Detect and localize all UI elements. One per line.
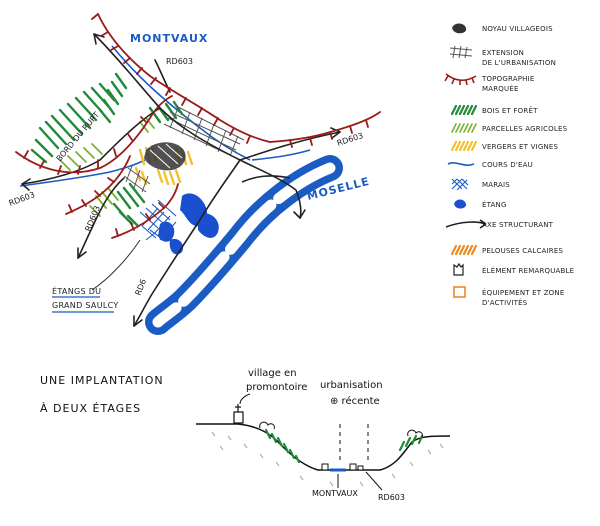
label-rd603b: RD603: [84, 204, 102, 232]
legend-label: VERGERS ET VIGNES: [482, 143, 559, 151]
moselle-river: [145, 155, 343, 335]
legend-item-noyau: NOYAU VILLAGEOIS: [452, 23, 553, 34]
legend-item-bois: BOIS ET FORÊT: [450, 104, 538, 116]
light-strokes-icon: [451, 123, 477, 133]
note-urban-1: urbanisation: [320, 380, 383, 391]
legend: NOYAU VILLAGEOIS EXTENSION DE L'URBANISATI…: [444, 23, 574, 307]
legend-label: AXE STRUCTURANT: [482, 221, 554, 229]
legend-label: COURS D'EAU: [482, 161, 533, 169]
blob-icon: [454, 199, 467, 209]
dense-strokes-icon: [450, 104, 478, 116]
label-bord-du-rupt: BORD DU RUPT: [55, 110, 102, 163]
map: MONTVAUX RD603 RD603 MOSELLE BORD DU RUP…: [8, 13, 381, 335]
terrain-profile: [196, 423, 451, 471]
legend-item-parcelles: PARCELLES AGRICOLES: [451, 123, 568, 133]
church-icon: [233, 404, 244, 424]
legend-label: D'ACTIVITÉS: [482, 298, 528, 307]
note-village-2: promontoire: [246, 382, 307, 393]
label-montvaux: MONTVAUX: [130, 32, 208, 45]
legend-label: PELOUSES CALCAIRES: [482, 247, 563, 255]
legend-label: MARQUÉE: [482, 84, 519, 93]
rd603-arrow: [365, 471, 383, 491]
label-rd603-right: RD603: [336, 131, 364, 148]
yellow-strokes-icon: [450, 140, 478, 152]
streams: [19, 45, 311, 187]
topography-ridges: [15, 13, 381, 239]
urban-extension: [123, 105, 245, 193]
label-etangs-line2: GRAND SAULCY: [52, 301, 119, 310]
terrain-hatch: [211, 431, 444, 487]
tree-outlines: [259, 421, 423, 438]
cross-section: UNE IMPLANTATION À DEUX ÉTAGES: [40, 368, 451, 502]
bottom-houses: [321, 463, 364, 471]
legend-item-pelouses: PELOUSES CALCAIRES: [450, 244, 563, 256]
section-title-line1: UNE IMPLANTATION: [40, 374, 164, 387]
hatched-blob-icon: [452, 23, 467, 34]
ponds: [158, 193, 219, 255]
ridge-line-icon: [444, 73, 477, 86]
legend-item-eau: COURS D'EAU: [447, 161, 533, 169]
note-urban-2: ⊕ récente: [330, 395, 380, 407]
legend-item-element: ÉLÉMENT REMARQUABLE: [453, 262, 574, 276]
grid-icon: [449, 45, 473, 59]
orange-square-icon: [453, 286, 466, 298]
legend-label: MARAIS: [482, 181, 510, 189]
village-core: [144, 142, 186, 171]
legend-label: DE L'URBANISATION: [482, 59, 556, 67]
wave-line-icon: [447, 162, 475, 166]
note-village-1: village en: [248, 368, 297, 379]
legend-label: TOPOGRAPHIE: [481, 75, 534, 83]
dashed-guides: [339, 424, 369, 462]
road-axes: [21, 33, 341, 327]
label-rd6: RD6: [134, 278, 149, 297]
slope-vegetation: [264, 428, 424, 464]
cross-hatch-icon: [451, 178, 469, 191]
legend-item-axe: AXE STRUCTURANT: [445, 219, 554, 229]
legend-label: ÉQUIPEMENT ET ZONE: [482, 288, 564, 297]
legend-item-extension: EXTENSION DE L'URBANISATION: [449, 45, 556, 67]
section-title-line2: À DEUX ÉTAGES: [40, 402, 141, 415]
label-rd603-top: RD603: [166, 57, 193, 66]
arrow-line-icon: [445, 219, 487, 229]
legend-label: ÉTANG: [482, 200, 507, 209]
forest: [30, 72, 184, 228]
legend-label: ÉLÉMENT REMARQUABLE: [482, 266, 574, 275]
section-label-montvaux: MONTVAUX: [312, 489, 358, 498]
legend-item-vergers: VERGERS ET VIGNES: [450, 140, 559, 152]
legend-label: PARCELLES AGRICOLES: [482, 125, 568, 133]
legend-item-etang: ÉTANG: [454, 199, 507, 209]
village-arrow: [239, 393, 251, 405]
legend-label: EXTENSION: [482, 49, 524, 57]
bridge-road: [241, 175, 291, 183]
etangs-pointer: [91, 239, 141, 291]
orange-strokes-icon: [450, 244, 478, 256]
section-label-rd603: RD603: [378, 493, 405, 502]
building-icon: [453, 262, 464, 276]
legend-item-marais: MARAIS: [451, 178, 510, 191]
legend-label: NOYAU VILLAGEOIS: [482, 25, 553, 33]
legend-label: BOIS ET FORÊT: [482, 106, 538, 115]
label-etangs-line1: ÉTANGS DU: [52, 285, 101, 296]
label-rd603-left: RD603: [8, 190, 36, 208]
